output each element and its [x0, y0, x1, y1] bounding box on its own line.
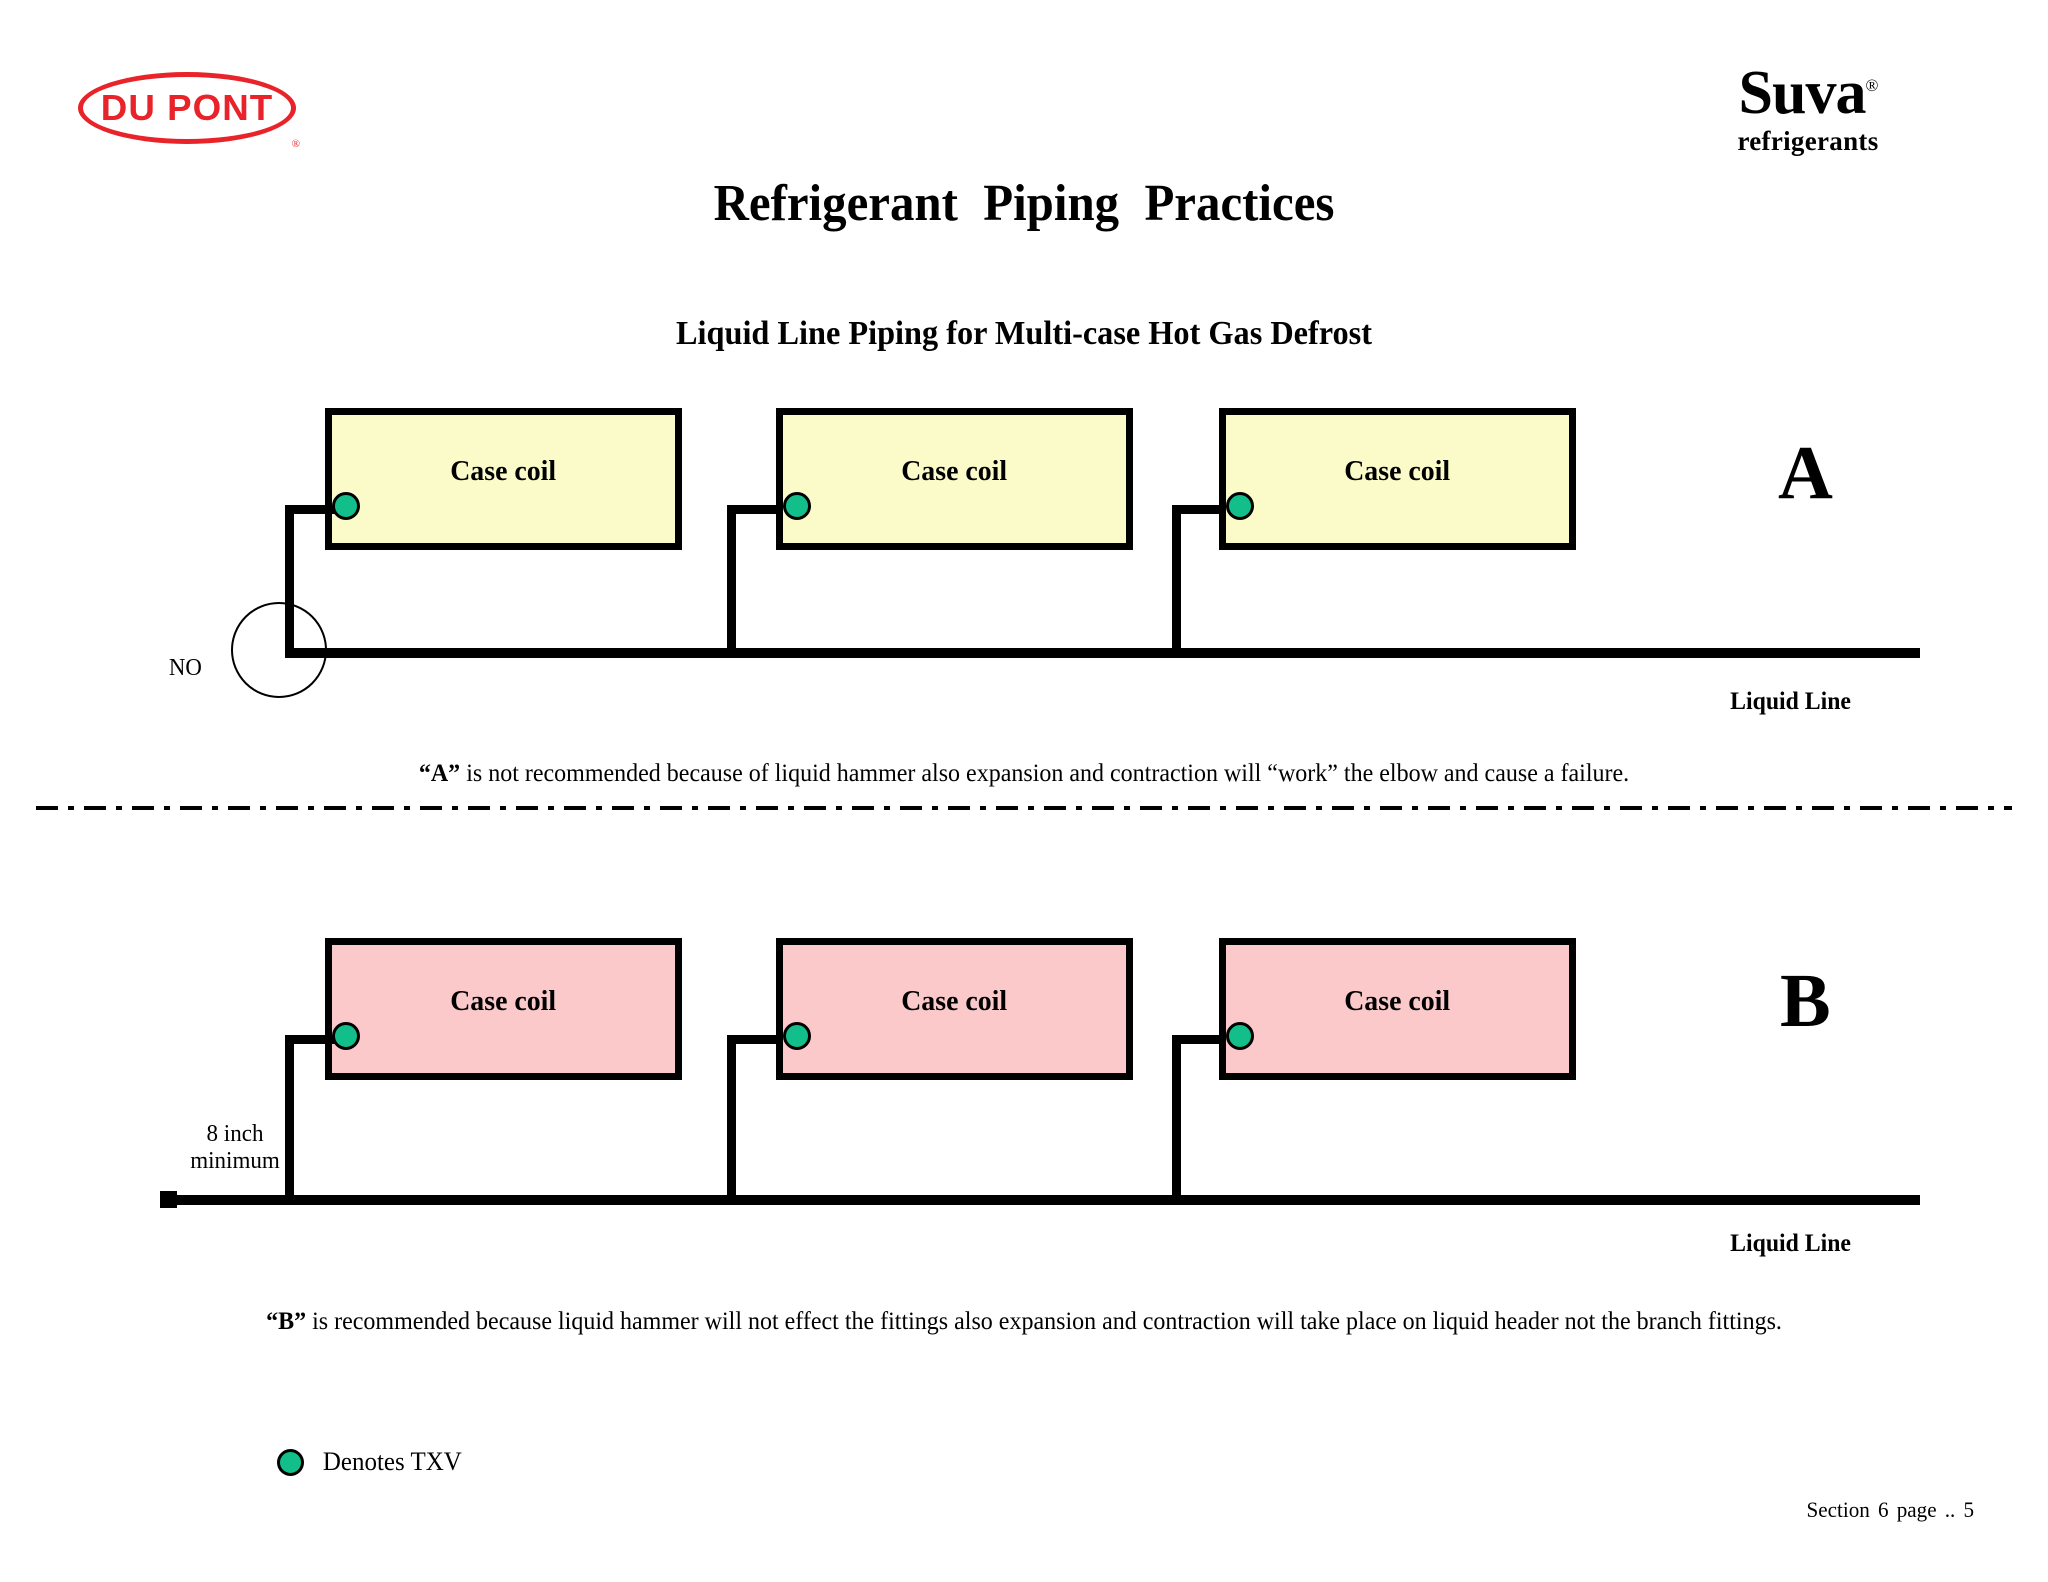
case-coil-label: Case coil: [901, 454, 1008, 487]
branch-pipe-horizontal: [285, 505, 339, 514]
case-coil-box: Case coil: [325, 408, 682, 550]
liquid-line-header: [163, 1195, 1920, 1205]
liquid-line-label: Liquid Line: [1730, 1230, 1851, 1257]
legend: Denotes TXV: [277, 1447, 465, 1477]
branch-pipe-horizontal: [285, 1035, 339, 1044]
case-coil-box: Case coil: [1219, 938, 1576, 1080]
suva-logo: Suva® refrigerants: [1678, 62, 1938, 157]
diagram-a-caption-rest: is not recommended because of liquid ham…: [460, 760, 1630, 787]
no-label: NO: [168, 655, 202, 681]
suva-registered-mark: ®: [1865, 76, 1879, 95]
case-coil-label: Case coil: [450, 984, 557, 1017]
case-coil-label: Case coil: [1344, 454, 1451, 487]
branch-pipe-vertical: [285, 505, 294, 655]
dimension-label: 8 inch minimum: [163, 1121, 307, 1175]
branch-pipe-vertical: [727, 505, 736, 655]
branch-pipe-vertical: [1172, 1035, 1181, 1202]
branch-pipe-horizontal: [727, 505, 781, 514]
legend-label: Denotes TXV: [322, 1447, 462, 1476]
branch-pipe-horizontal: [1172, 505, 1226, 514]
txv-valve-icon: [1226, 492, 1254, 520]
liquid-line-label: Liquid Line: [1730, 688, 1851, 715]
section-divider: [36, 806, 2012, 810]
dupont-logo-text: DU PONT: [100, 87, 274, 128]
diagram-letter-a: A: [1778, 431, 1833, 515]
suva-logo-text: Suva®: [1738, 59, 1879, 127]
txv-valve-icon: [1226, 1022, 1254, 1050]
dupont-registered-mark: ®: [291, 138, 300, 150]
dupont-logo-oval: [78, 72, 296, 144]
txv-valve-icon: [332, 1022, 360, 1050]
diagram-a-caption-bold: “A”: [418, 760, 461, 787]
branch-pipe-vertical: [1172, 505, 1181, 655]
case-coil-box: Case coil: [325, 938, 682, 1080]
case-coil-label: Case coil: [1344, 984, 1451, 1017]
txv-legend-icon: [277, 1448, 304, 1476]
case-coil-box: Case coil: [776, 408, 1133, 550]
suva-wordmark: Suva: [1738, 59, 1867, 127]
diagram-b-caption: “B” is recommended because liquid hammer…: [41, 1308, 2007, 1336]
page-title: Refrigerant Piping Practices: [713, 175, 1335, 232]
dupont-logo: DU PONT ®: [78, 72, 300, 150]
diagram-b-caption-rest: is recommended because liquid hammer wil…: [306, 1308, 1782, 1335]
footer-page-reference: Section 6 page .. 5: [1806, 1497, 1975, 1522]
elbow-highlight-circle: [231, 602, 327, 698]
case-coil-box: Case coil: [1219, 408, 1576, 550]
branch-pipe-horizontal: [727, 1035, 781, 1044]
txv-valve-icon: [783, 492, 811, 520]
case-coil-label: Case coil: [450, 454, 557, 487]
txv-valve-icon: [783, 1022, 811, 1050]
branch-pipe-vertical: [727, 1035, 736, 1202]
diagram-b-caption-bold: “B”: [266, 1308, 307, 1335]
branch-pipe-vertical: [285, 1035, 294, 1202]
suva-logo-subtitle: refrigerants: [1737, 126, 1879, 156]
diagram-letter-b: B: [1780, 959, 1831, 1043]
dimension-label-line1: 8 inch: [206, 1121, 264, 1147]
liquid-line-header: [285, 648, 1920, 658]
page-subtitle: Liquid Line Piping for Multi-case Hot Ga…: [676, 315, 1372, 352]
txv-valve-icon: [332, 492, 360, 520]
dimension-label-line2: minimum: [190, 1147, 280, 1174]
branch-pipe-horizontal: [1172, 1035, 1226, 1044]
diagram-a-caption: “A” is not recommended because of liquid…: [41, 760, 2007, 788]
case-coil-label: Case coil: [901, 984, 1008, 1017]
liquid-line-end-cap: [160, 1191, 177, 1208]
case-coil-box: Case coil: [776, 938, 1133, 1080]
